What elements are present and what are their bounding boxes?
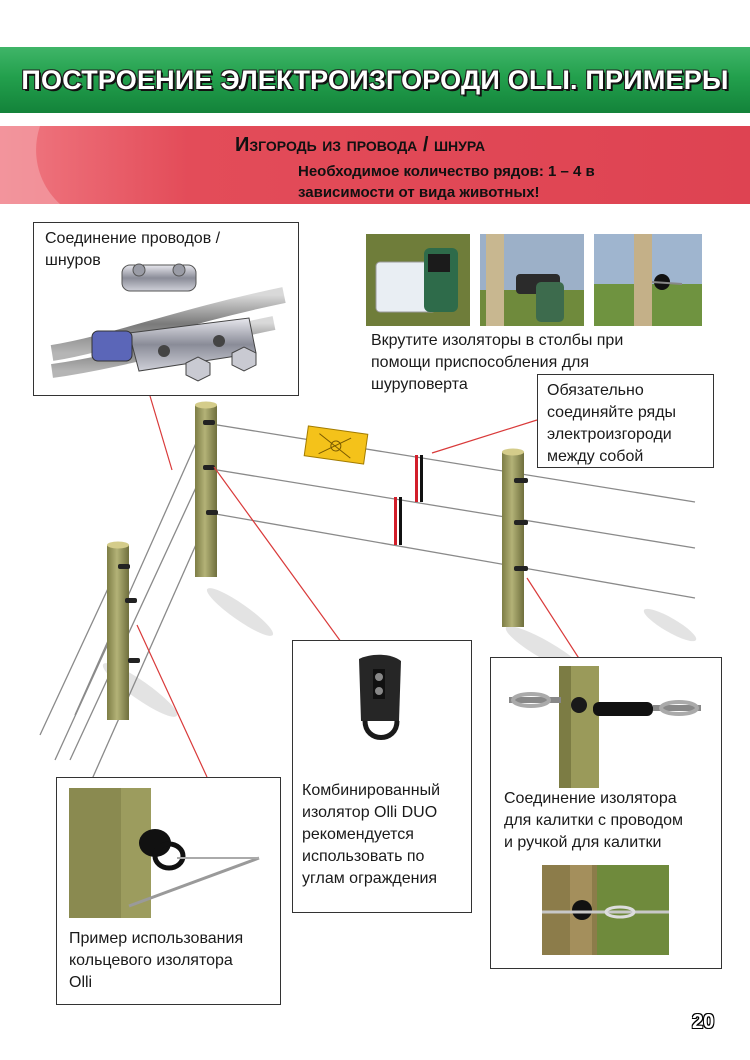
duo-insulator-image <box>359 654 401 740</box>
gate-insulator-label: Соединение изолятора для калитки с прово… <box>504 790 684 851</box>
page-title: ПОСТРОЕНИЕ ЭЛЕКТРОИЗГОРОДИ OLLI. ПРИМЕРЫ <box>21 65 729 95</box>
wire-clamp-image <box>50 263 286 382</box>
gate-insulator-panel: Соединение изолятора для калитки с прово… <box>490 657 722 969</box>
ring-insulator-panel: Пример использования кольцевого изолятор… <box>56 777 281 1005</box>
wire-connection-panel: Соединение проводов / шнуров <box>33 222 299 396</box>
fence-posts <box>107 401 524 720</box>
subheader-banner <box>0 126 750 204</box>
connect-rows-panel: Обязательно соединяйте ряды электроизгор… <box>537 374 714 468</box>
gate-connection-photo <box>542 865 669 955</box>
duo-insulator-panel: Комбинированный изолятор Olli DUO рекоме… <box>292 640 472 913</box>
row-connectors <box>394 455 423 545</box>
drill-photos <box>366 234 702 326</box>
connect-rows-label: Обязательно соединяйте ряды электроизгор… <box>547 382 677 465</box>
fence-type-title: Изгородь из провода / шнура <box>235 134 486 156</box>
ring-insulator-image <box>69 788 260 918</box>
rows-note-line2: зависимости от вида животных! <box>298 184 540 201</box>
rows-note-line1: Необходимое количество рядов: 1 – 4 в <box>298 163 595 180</box>
ring-insulator-label: Пример использования кольцевого изолятор… <box>69 930 244 991</box>
wire-connection-label: Соединение проводов / шнуров <box>45 230 221 269</box>
header-bar <box>0 47 750 113</box>
duo-insulator-label: Комбинированный изолятор Olli DUO рекоме… <box>302 782 441 887</box>
rows-note: Необходимое количество рядов: 1 – 4 в за… <box>298 161 698 203</box>
warning-sign <box>303 425 369 465</box>
page-number: 20 <box>692 1011 715 1033</box>
screw-insulators-label: Вкрутите изоляторы в столбы при помощи п… <box>371 332 624 393</box>
callout-lines <box>136 395 581 778</box>
gate-handle-image <box>509 666 701 788</box>
